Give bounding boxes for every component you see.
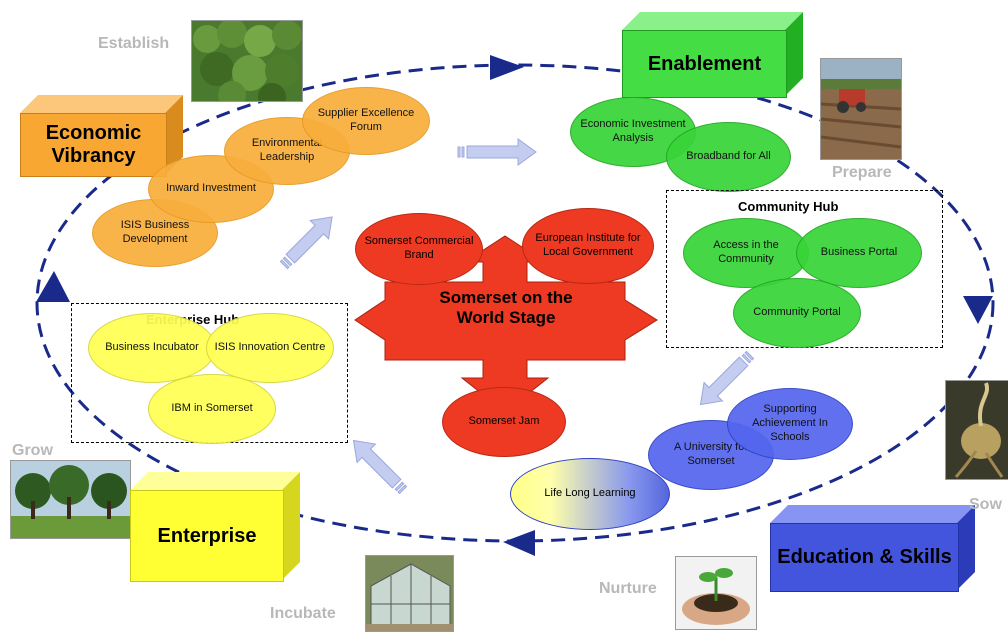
node-access-in-the-community: Access in the Community — [683, 218, 809, 288]
node-a-university-for-somerset: A University for Somerset — [648, 420, 774, 490]
node-business-incubator: Business Incubator — [88, 313, 216, 383]
cycle-arrowhead-bottom — [503, 530, 535, 556]
trees-photo — [10, 460, 131, 539]
stage-label-sow: Sow — [969, 496, 1002, 513]
stage-label-prepare: Prepare — [832, 164, 892, 181]
flow-arrow-left — [279, 216, 333, 270]
flow-arrows — [279, 138, 755, 495]
node-ibm-in-somerset: IBM in Somerset — [148, 374, 276, 444]
greenhouse-photo — [365, 555, 454, 632]
flow-arrow-bottom — [352, 439, 408, 495]
node-life-long-learning: Life Long Learning — [510, 458, 670, 530]
stage-label-establish: Establish — [98, 35, 170, 52]
cycle-arrowhead-top — [490, 55, 524, 80]
flow-arrow-top — [457, 138, 537, 166]
education-skills-box: Education & Skills — [770, 523, 959, 592]
cycle-arrowhead-left — [36, 271, 70, 302]
economic-vibrancy-box: Economic Vibrancy — [20, 113, 167, 177]
node-somerset-commercial-brand: Somerset Commercial Brand — [355, 213, 483, 285]
seedling-hands-photo — [675, 556, 757, 630]
node-somerset-jam: Somerset Jam — [442, 387, 566, 457]
cycle-arrowhead-right — [963, 296, 993, 324]
forest-photo — [191, 20, 303, 102]
node-isis-innovation-centre: ISIS Innovation Centre — [206, 313, 334, 383]
ploughing-photo — [820, 58, 902, 160]
node-supplier-excellence-forum: Supplier Excellence Forum — [302, 87, 430, 155]
stage-label-nurture: Nurture — [599, 580, 657, 597]
node-supporting-achievement-in-schools: Supporting Achievement In Schools — [727, 388, 853, 460]
center-title: Somerset on the World Stage — [439, 288, 573, 328]
box3d-shading — [20, 12, 975, 590]
node-community-portal: Community Portal — [733, 278, 861, 348]
stage-label-grow: Grow — [12, 442, 53, 459]
node-broadband-for-all: Broadband for All — [666, 122, 791, 192]
node-european-institute: European Institute for Local Government — [522, 208, 654, 284]
community-hub-title: Community Hub — [738, 199, 839, 214]
enablement-box: Enablement — [622, 30, 787, 98]
node-business-portal: Business Portal — [796, 218, 922, 288]
bulb-photo — [945, 380, 1008, 480]
flow-arrow-right — [699, 350, 755, 406]
node-economic-investment-analysis: Economic Investment Analysis — [570, 97, 696, 167]
stage-label-incubate: Incubate — [270, 605, 336, 622]
enterprise-box: Enterprise — [130, 490, 284, 582]
